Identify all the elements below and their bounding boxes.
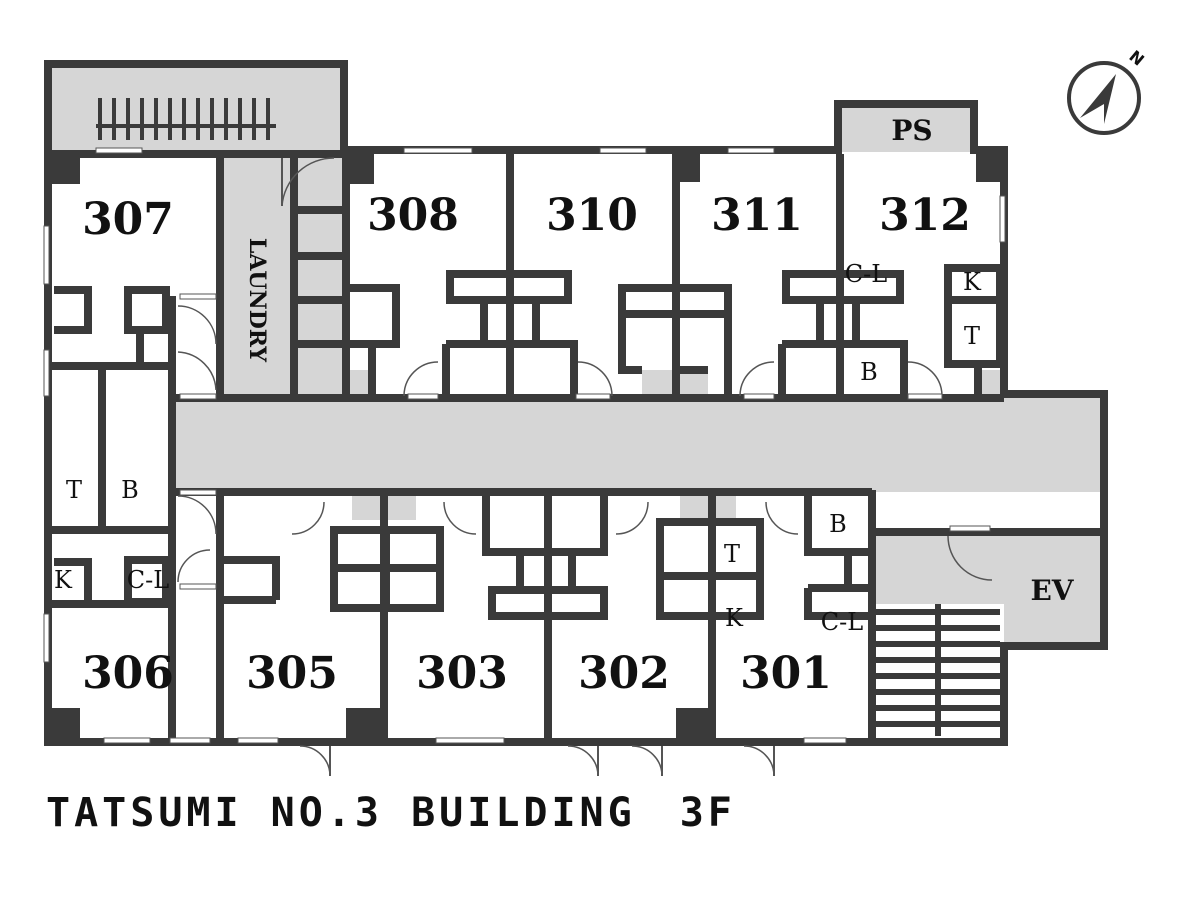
room-306-bath-label: B bbox=[121, 476, 139, 504]
windows bbox=[43, 147, 1006, 744]
fixture-labels: T B K C-L C-L K T B B T K C-L bbox=[54, 260, 982, 636]
room-306-kitchen-label: K bbox=[54, 566, 73, 594]
ps-area bbox=[840, 108, 972, 152]
doors bbox=[177, 157, 993, 777]
ev-label: EV bbox=[1030, 574, 1074, 607]
top-stairs bbox=[96, 98, 276, 140]
north-arrow-icon bbox=[1080, 74, 1116, 124]
corridor bbox=[172, 398, 1102, 492]
room-303-label: 303 bbox=[416, 648, 508, 699]
room-306-label: 306 bbox=[82, 648, 174, 699]
room-301-bath-label: B bbox=[829, 510, 847, 538]
room-301-label: 301 bbox=[740, 648, 832, 699]
corridor-notch-4 bbox=[346, 370, 372, 398]
room-308-label: 308 bbox=[367, 190, 459, 241]
room-312-closet-label: C-L bbox=[845, 260, 887, 288]
elevator-area bbox=[1004, 536, 1102, 644]
room-306-toilet-label: T bbox=[66, 476, 82, 504]
bottom-stairs bbox=[876, 604, 1000, 736]
room-312-kitchen-label: K bbox=[963, 268, 982, 296]
room-306-closet-label: C-L bbox=[127, 566, 169, 594]
room-307-label: 307 bbox=[82, 194, 174, 245]
room-311-label: 311 bbox=[711, 190, 803, 241]
room-301-kitchen-label: K bbox=[725, 604, 744, 632]
stair-landing bbox=[872, 532, 1004, 604]
lower-unit-blocks bbox=[330, 492, 870, 620]
columns bbox=[50, 154, 1004, 742]
room-301-toilet-label: T bbox=[724, 540, 740, 568]
area-labels: LAUNDRY PS EV bbox=[244, 114, 1075, 607]
room-312-label: 312 bbox=[879, 190, 971, 241]
ps-label: PS bbox=[891, 114, 932, 147]
north-label: N bbox=[1125, 47, 1147, 70]
page-title: TATSUMI NO.3 BUILDING 3F bbox=[46, 790, 736, 836]
west-unit-blocks bbox=[54, 286, 170, 606]
room-301-closet-label: C-L bbox=[821, 608, 863, 636]
room-305-label: 305 bbox=[246, 648, 338, 699]
room-312-toilet-label: T bbox=[964, 322, 980, 350]
room-numbers: 307 308 310 311 312 306 305 303 302 301 bbox=[82, 190, 971, 699]
laundry-label: LAUNDRY bbox=[244, 238, 270, 363]
room-310-label: 310 bbox=[546, 190, 638, 241]
north-arrow: N bbox=[1067, 47, 1148, 135]
room-312-bath-label: B bbox=[860, 358, 878, 386]
upper-unit-blocks bbox=[346, 264, 1004, 398]
room-302-label: 302 bbox=[578, 648, 670, 699]
